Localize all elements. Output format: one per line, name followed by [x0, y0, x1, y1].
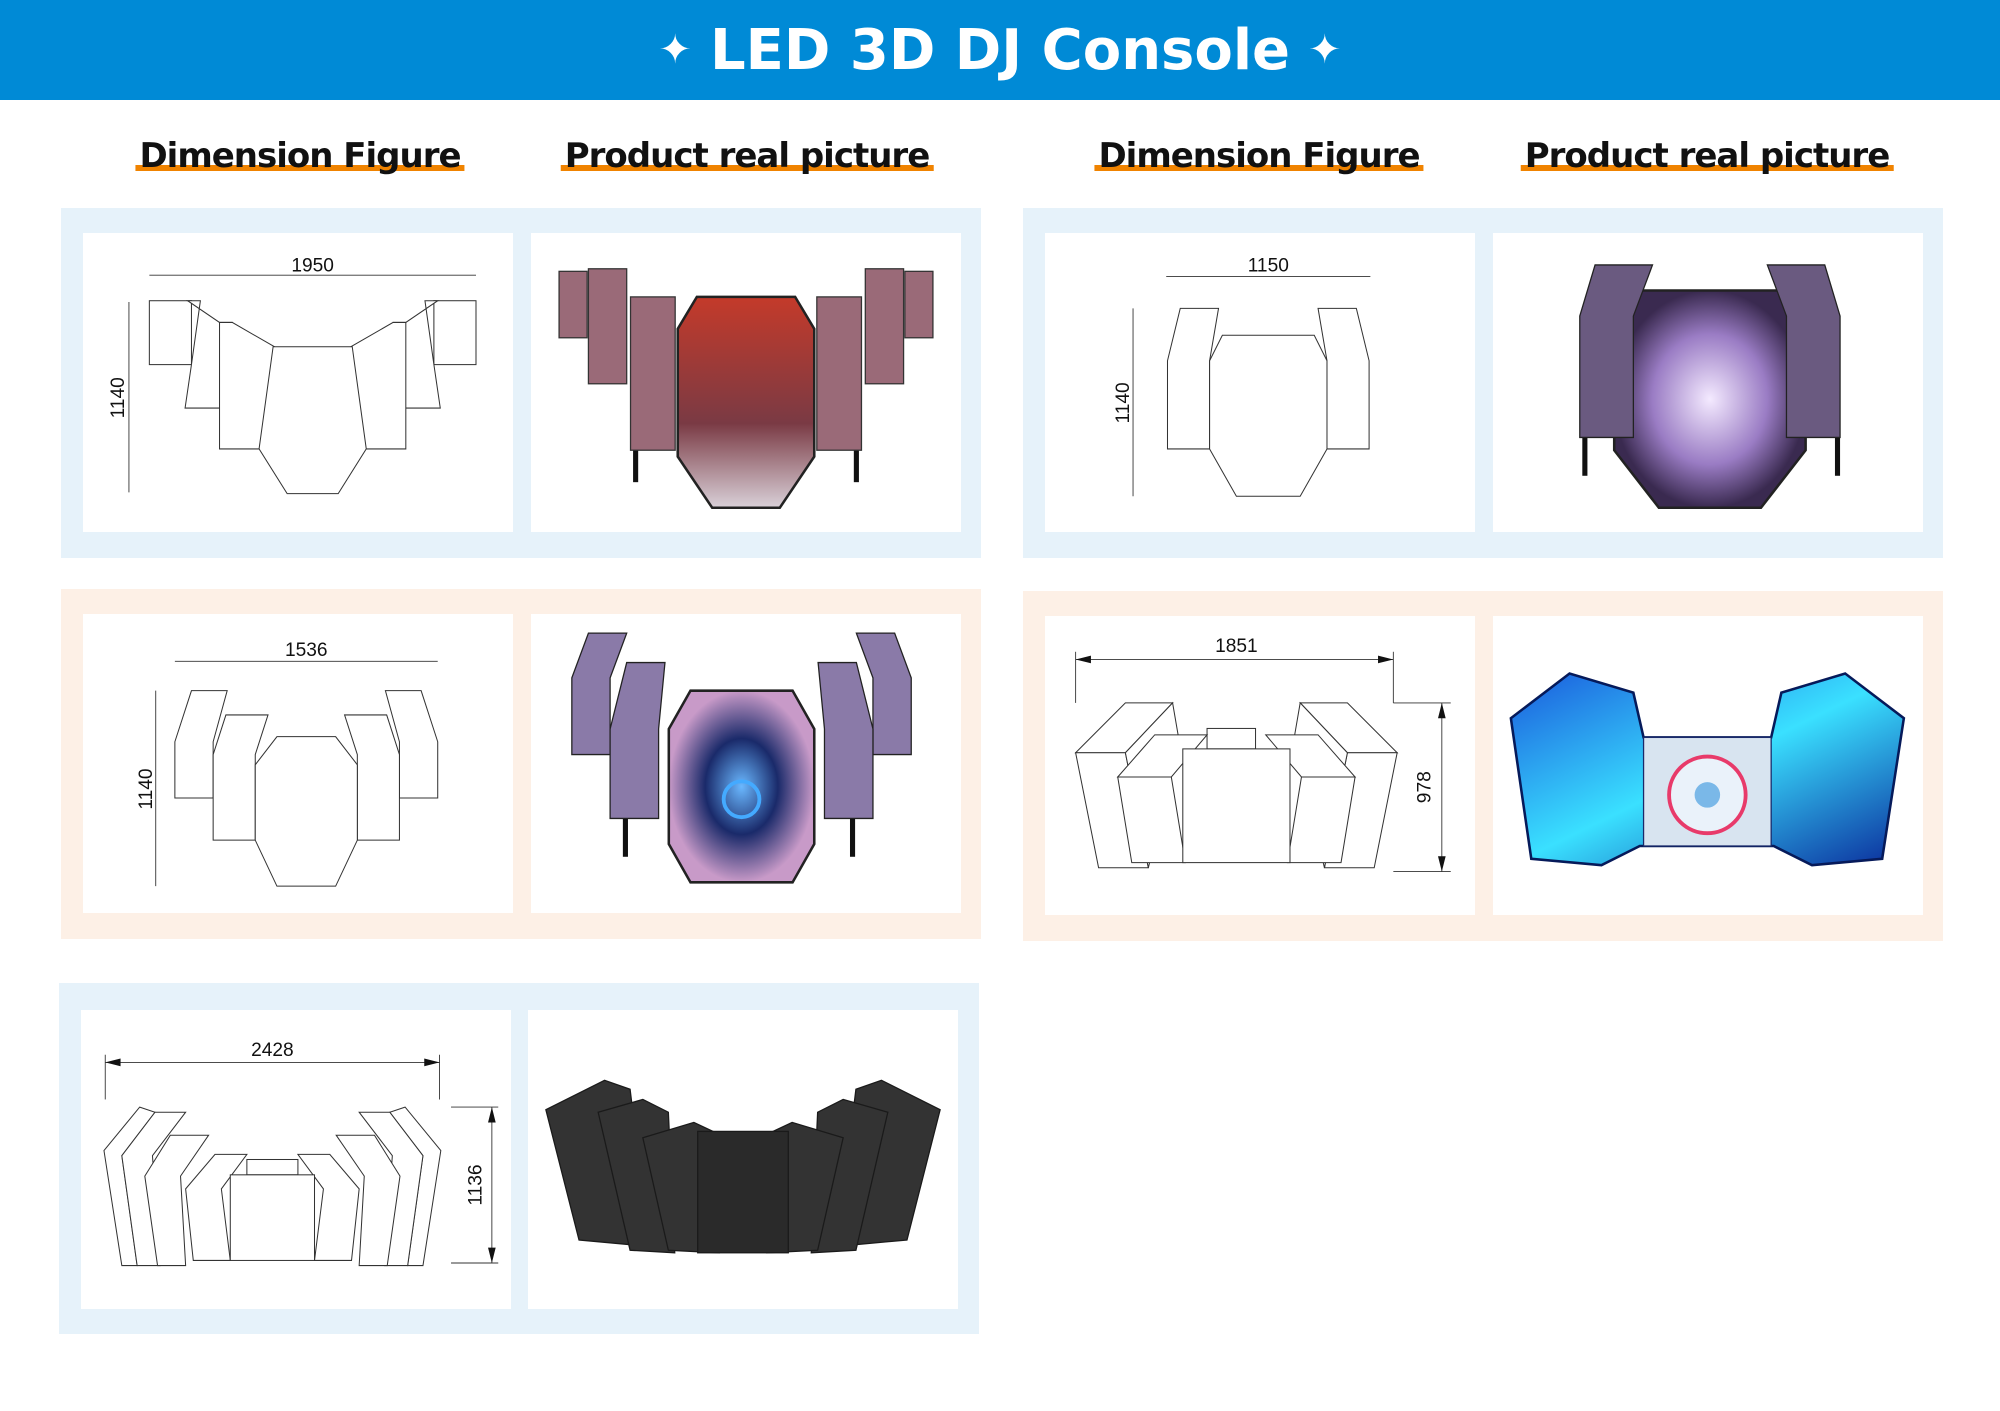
model-panel-1150: 1150 1140	[1023, 208, 1943, 558]
width-dimension: 2428	[251, 1040, 294, 1061]
product-photo	[528, 1010, 958, 1309]
model-panel-1536: 1536 1140	[61, 589, 981, 939]
height-dimension: 978	[1414, 771, 1435, 803]
page-title: LED 3D DJ Console	[709, 17, 1291, 83]
dimension-figure: 1950 1140	[83, 233, 513, 532]
model-panel-1851: 1851 978	[1023, 591, 1943, 941]
dimension-figure: 1150 1140	[1045, 233, 1475, 532]
product-photo	[531, 233, 961, 532]
dimension-figure: 1536 1140	[83, 614, 513, 913]
product-photo	[531, 614, 961, 913]
sparkle-icon: ✦	[658, 27, 692, 73]
sparkle-icon: ✦	[1308, 27, 1342, 73]
heading-product-picture: Product real picture	[1520, 136, 1894, 176]
height-dimension: 1136	[466, 1164, 487, 1205]
model-panel-2428: 2428 1136	[59, 983, 979, 1334]
width-dimension: 1150	[1248, 255, 1289, 276]
width-dimension: 1536	[285, 640, 328, 661]
dimension-figure: 2428 1136	[81, 1010, 511, 1309]
height-dimension: 1140	[136, 768, 157, 809]
dimension-figure: 1851 978	[1045, 616, 1475, 915]
model-panel-1950: 1950 1140	[61, 208, 981, 558]
width-dimension: 1851	[1215, 636, 1258, 657]
page-header: ✦ LED 3D DJ Console ✦	[0, 0, 2000, 100]
product-photo	[1493, 233, 1923, 532]
height-dimension: 1140	[1113, 382, 1134, 423]
heading-dimension-figure: Dimension Figure	[135, 136, 465, 176]
heading-dimension-figure: Dimension Figure	[1094, 136, 1424, 176]
product-photo	[1493, 616, 1923, 915]
height-dimension: 1140	[108, 377, 129, 418]
heading-product-picture: Product real picture	[560, 136, 934, 176]
width-dimension: 1950	[291, 255, 334, 276]
